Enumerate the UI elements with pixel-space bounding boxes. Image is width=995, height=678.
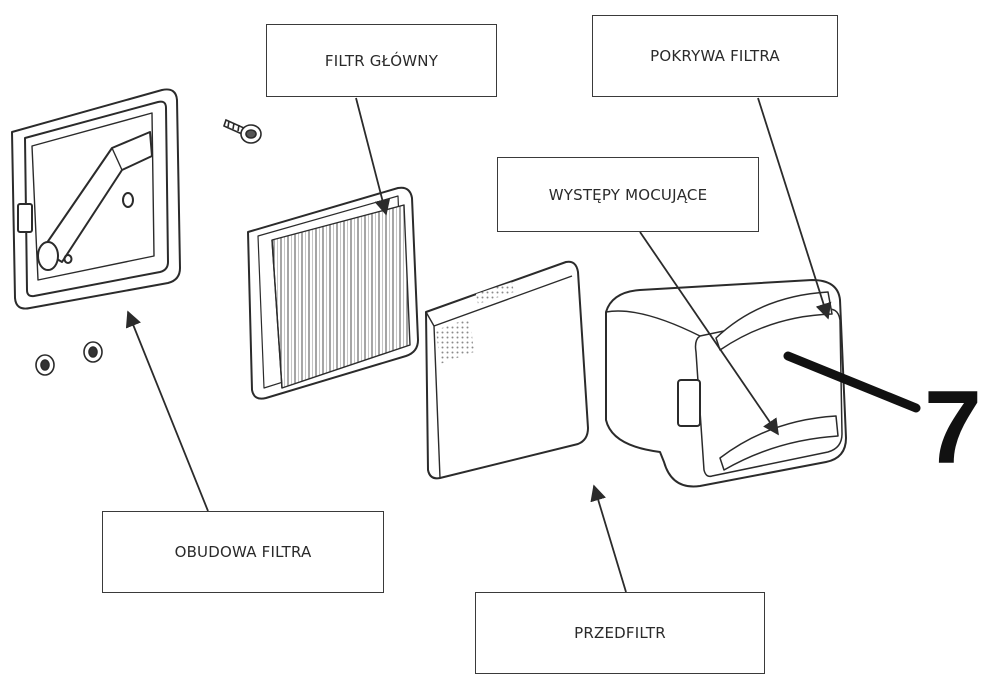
- callout-number: 7: [924, 370, 982, 486]
- leader-lines: [125, 97, 832, 593]
- label-main-filter: FILTR GŁÓWNY: [266, 24, 497, 97]
- filter-housing-part: [11, 88, 181, 310]
- leader-main-filter: [355, 97, 391, 216]
- leader-prefilter: [590, 484, 627, 593]
- leader-filter-housing: [125, 310, 209, 512]
- main-filter-part: [247, 186, 419, 400]
- label-filter-cover: POKRYWA FILTRA: [592, 15, 838, 97]
- label-mounting-tabs: WYSTĘPY MOCUJĄCE: [497, 157, 759, 232]
- callout-7-line: [783, 351, 921, 413]
- leader-filter-cover: [757, 97, 832, 320]
- screw-part: [223, 118, 262, 144]
- filter-cover-part: [605, 279, 847, 488]
- label-filter-housing: OBUDOWA FILTRA: [102, 511, 384, 593]
- nuts-part: [35, 341, 103, 376]
- leader-mounting-tabs: [639, 231, 779, 436]
- prefilter-part: [425, 260, 589, 480]
- label-prefilter: PRZEDFILTR: [475, 592, 765, 674]
